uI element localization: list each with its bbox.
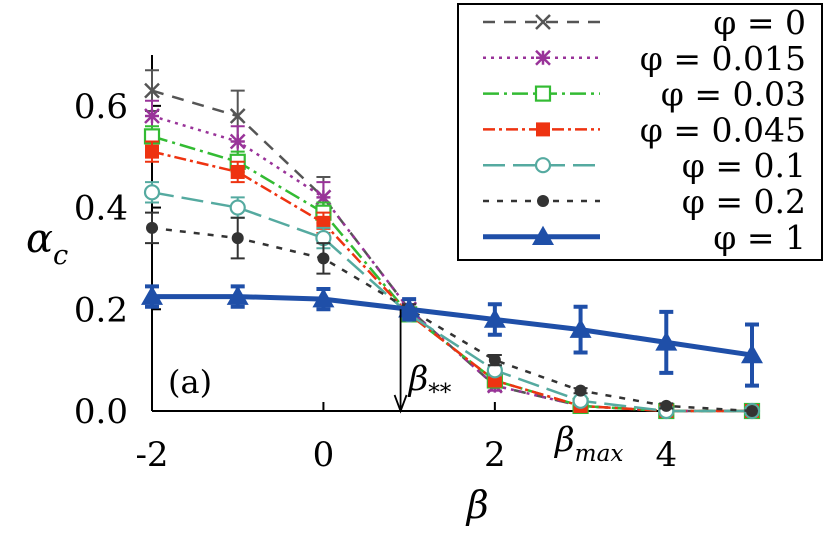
data-point — [660, 399, 673, 412]
data-point — [146, 221, 158, 234]
data-point — [315, 189, 332, 206]
y-tick-label: 0.6 — [74, 87, 128, 127]
beta-star-star-arrow — [393, 309, 408, 414]
series-line — [151, 114, 752, 413]
data-point — [741, 344, 763, 364]
data-point — [398, 298, 421, 318]
legend-marker — [534, 157, 552, 174]
data-point — [229, 108, 246, 124]
data-point — [483, 308, 506, 328]
y-tick-label: 0.2 — [74, 290, 128, 330]
legend-entry-5: φ = 0.2 — [483, 182, 806, 221]
data-point — [569, 318, 592, 338]
annotations: β** βmax — [393, 309, 623, 467]
data-point — [144, 82, 160, 99]
legend-marker — [532, 225, 554, 246]
data-point — [144, 108, 160, 124]
data-point — [145, 144, 159, 159]
axes: -2 0 2 4 0.0 0.2 0.4 0.6 β αc (a) — [26, 55, 752, 527]
beta-max-label: βmax — [553, 420, 623, 467]
legend-entry-2: φ = 0.03 — [483, 75, 806, 114]
legend-label: φ = 0.2 — [682, 182, 806, 221]
data-point — [141, 285, 163, 305]
data-point — [229, 133, 246, 150]
legend-marker — [537, 195, 549, 207]
data-point — [316, 215, 331, 230]
y-tick-label: 0.0 — [74, 392, 128, 432]
legend-entry-1: φ = 0.015 — [483, 39, 806, 78]
series-line — [152, 294, 753, 358]
legend-label: φ = 0.015 — [640, 39, 806, 78]
y-axis-label: αc — [26, 216, 68, 271]
series-line — [151, 191, 752, 413]
data-point — [143, 184, 161, 201]
legend-marker — [536, 122, 550, 137]
beta-star-star-label: β** — [407, 359, 452, 406]
arrow-head — [393, 394, 408, 414]
data-point — [229, 199, 246, 216]
legend-box — [457, 3, 823, 261]
legend-entry-6: φ = 1 — [483, 218, 806, 257]
legend-entry-3: φ = 0.045 — [483, 110, 806, 149]
x-axis-label: β — [465, 483, 489, 527]
series-6 — [141, 284, 763, 388]
data-point — [230, 164, 245, 179]
legend-label: φ = 0.045 — [640, 110, 806, 149]
data-point — [574, 384, 587, 397]
x-tick-label: 4 — [655, 435, 677, 475]
data-point — [488, 354, 501, 367]
y-tick-label: 0.4 — [74, 189, 128, 229]
legend-marker — [535, 49, 551, 66]
data-point — [317, 252, 330, 265]
plot-series — [141, 69, 763, 420]
legend-marker — [535, 14, 551, 30]
data-point — [655, 331, 678, 351]
data-point — [312, 288, 335, 308]
series-line — [151, 89, 752, 413]
legend-label: φ = 1 — [713, 218, 806, 257]
x-tick-label: -2 — [135, 435, 168, 475]
x-tick-label: 2 — [484, 435, 506, 475]
series-line — [151, 226, 753, 413]
legend-label: φ = 0.1 — [682, 146, 806, 185]
legend-label: φ = 0 — [713, 3, 806, 42]
legend-entry-4: φ = 0.1 — [483, 146, 806, 185]
legend-entry-0: φ = 0 — [483, 3, 806, 42]
panel-label: (a) — [168, 363, 212, 401]
legend-marker — [534, 85, 552, 102]
series-5 — [145, 211, 758, 417]
data-point — [231, 232, 244, 245]
legend-label: φ = 0.03 — [661, 75, 806, 114]
data-point — [746, 405, 758, 417]
x-tick-label: 0 — [313, 435, 335, 475]
data-point — [226, 285, 249, 305]
